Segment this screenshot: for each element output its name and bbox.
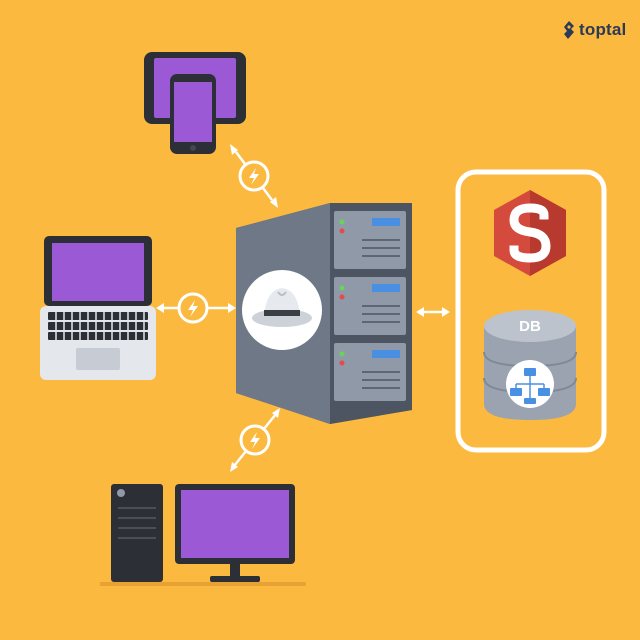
database-schema-icon [506,360,554,408]
lightning-icon [177,292,209,324]
laptop-device [40,236,156,380]
fedora-hat-icon [242,270,322,350]
database-cylinder: DB [483,310,577,420]
server-rack-unit [334,277,406,335]
toptal-logo-text: toptal [579,20,627,39]
server-rack-unit [334,211,406,269]
services-panel [455,169,607,453]
lightning-icon [238,160,270,192]
connection-desktop-server [230,408,280,472]
connection-laptop-server [156,292,236,324]
database-label: DB [519,318,541,335]
server-cabinet [236,203,412,424]
phone-device [170,74,216,154]
laptop-keyboard [48,312,148,340]
desk-shadow [100,582,306,586]
connection-phone-server [230,144,278,208]
red-hexagon-s-logo [494,190,566,276]
toptal-logo-icon [564,21,574,39]
server-rack-unit [334,343,406,401]
connection-server-services [416,307,450,317]
desktop-tower [111,484,163,582]
lightning-icon [239,424,271,456]
toptal-logo: toptal [562,18,626,42]
desktop-monitor [175,484,295,582]
laptop-trackpad [76,348,120,370]
